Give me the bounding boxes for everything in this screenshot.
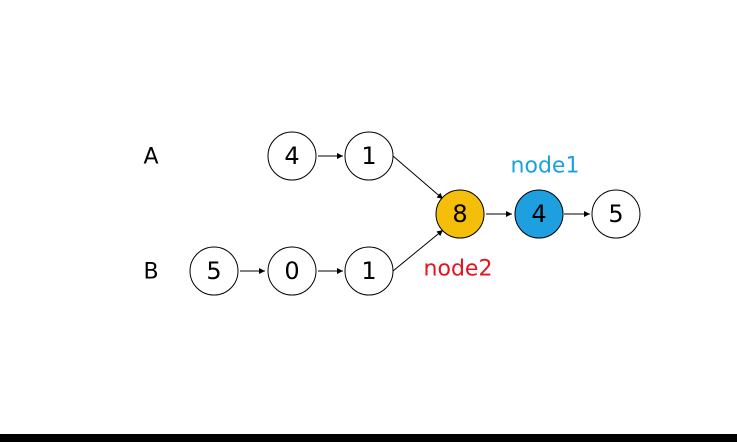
node-value: 8 [452,200,467,228]
bottom-bar [0,434,737,442]
node-circle [267,131,317,181]
node-value: 1 [361,257,376,285]
node-circle [189,246,239,296]
node-value: 5 [206,257,221,285]
edge-b3-c1 [392,229,444,272]
node1-label: node1 [511,154,580,179]
node-value: 4 [284,142,299,170]
node-circle [591,189,641,239]
list-node-b2: 0 [267,246,317,296]
list-node-a2: 1 [344,131,394,181]
node2-label: node2 [424,257,493,282]
list-node-b1: 5 [189,246,239,296]
list-node-b3: 1 [344,246,394,296]
node-value: 1 [361,142,376,170]
list-node-a1: 4 [267,131,317,181]
edge-a2-c1 [392,155,444,200]
node-circle [514,189,564,239]
node-value: 5 [608,200,623,228]
tail-node: 5 [591,189,641,239]
node-value: 4 [531,200,546,228]
node1-node: 4 [514,189,564,239]
node-circle [344,246,394,296]
node-value: 0 [284,257,299,285]
intersection-node: 8 [435,189,485,239]
list-a-label: A [143,145,158,170]
node-circle [435,189,485,239]
node-circle [344,131,394,181]
node-circle [267,246,317,296]
list-b-label: B [143,260,158,285]
